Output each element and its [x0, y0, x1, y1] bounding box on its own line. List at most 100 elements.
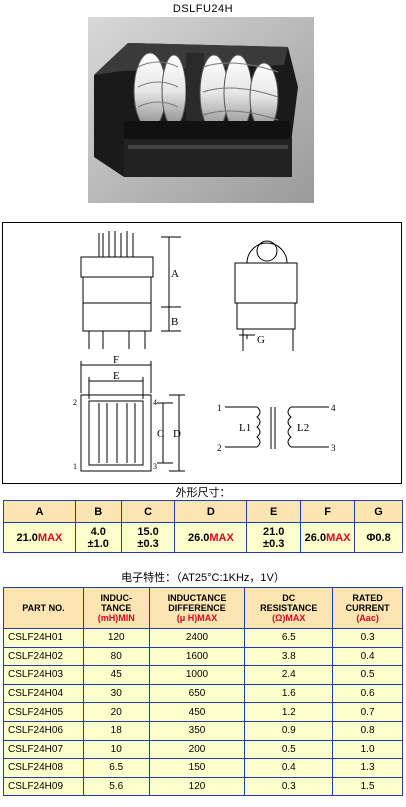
schematic-pin-2: 2 — [217, 443, 222, 453]
table-cell: 0.4 — [332, 646, 403, 667]
dimension-drawing: A B G F E C D 2 1 3 4 L1 L2 1 2 3 4 — [2, 222, 402, 484]
table-cell: 200 — [148, 739, 246, 760]
dim-header: B — [74, 500, 122, 523]
dim-label-a: A — [171, 268, 179, 280]
table-cell: 2400 — [148, 628, 246, 648]
table-cell: CSLF24H02 — [3, 646, 84, 667]
table-cell: 0.7 — [332, 702, 403, 722]
table-cell: 0.4 — [244, 758, 334, 778]
table-cell: 0.5 — [244, 739, 334, 760]
table-cell: CSLF24H06 — [3, 720, 84, 741]
table-cell: CSLF24H05 — [3, 702, 84, 722]
dim-value-c: 15.0±0.3 — [120, 522, 176, 553]
table-cell: 10 — [82, 739, 150, 760]
dim-value-d: 26.0MAX — [174, 522, 248, 553]
table-cell: 5.6 — [82, 776, 150, 797]
bottom-pin-3: 3 — [153, 462, 157, 471]
table-cell: 1.5 — [332, 776, 403, 797]
dim-label-c: C — [157, 428, 164, 440]
dim-value-g: Φ0.8 — [354, 522, 403, 553]
dimensions-header-row: A B C D E F G — [3, 500, 403, 523]
table-cell: 2.4 — [244, 665, 334, 685]
table-cell: 30 — [82, 683, 150, 704]
table-cell: CSLF24H07 — [3, 739, 84, 760]
table-cell: 6.5 — [244, 628, 334, 648]
table-cell: 1000 — [148, 665, 246, 685]
schematic-pin-1: 1 — [217, 403, 222, 413]
table-cell: 1.6 — [244, 683, 334, 704]
table-cell: 1.2 — [244, 702, 334, 722]
table-cell: 650 — [148, 683, 246, 704]
header-inductance: INDUC-TANCE(mH)MIN — [82, 587, 150, 629]
dim-label-e: E — [113, 370, 120, 382]
schematic-pin-4: 4 — [331, 403, 336, 413]
spec-caption: 电子特性：（AT25°C:1KHz，1V） — [121, 572, 285, 584]
table-cell: 350 — [148, 720, 246, 741]
dimensions-table: A B C D E F G 21.0MAX 4.0±1.0 15.0±0.3 2… — [3, 500, 403, 553]
dim-label-d: D — [173, 428, 181, 440]
dims-caption: 外形尺寸： — [175, 487, 231, 499]
dim-header: D — [174, 500, 248, 523]
inductor-photo-illustration — [88, 17, 314, 203]
dim-value-e: 21.0±0.3 — [246, 522, 302, 553]
dim-header: F — [300, 500, 356, 523]
dim-value-a: 21.0MAX — [3, 522, 76, 553]
table-cell: CSLF24H03 — [3, 665, 84, 685]
table-cell: CSLF24H08 — [3, 758, 84, 778]
table-cell: 0.5 — [332, 665, 403, 685]
table-cell: 45 — [82, 665, 150, 685]
bottom-pin-4: 4 — [153, 398, 157, 407]
dim-label-g: G — [257, 334, 265, 346]
table-cell: CSLF24H04 — [3, 683, 84, 704]
table-cell: 0.6 — [332, 683, 403, 704]
table-cell: 0.9 — [244, 720, 334, 741]
table-cell: 1.0 — [332, 739, 403, 760]
header-part-no: PART NO. — [3, 587, 84, 629]
table-cell: CSLF24H01 — [3, 628, 84, 648]
table-cell: 80 — [82, 646, 150, 667]
bottom-pin-2: 2 — [73, 398, 77, 407]
bottom-pin-1: 1 — [73, 462, 77, 471]
dim-header: G — [354, 500, 403, 523]
table-cell: 450 — [148, 702, 246, 722]
table-cell: 150 — [148, 758, 246, 778]
schematic-pin-3: 3 — [331, 443, 336, 453]
dim-value-f: 26.0MAX — [300, 522, 356, 553]
dim-header: E — [246, 500, 302, 523]
table-cell: 0.3 — [332, 628, 403, 648]
table-cell: 120 — [148, 776, 246, 797]
table-cell: 18 — [82, 720, 150, 741]
dim-header: A — [3, 500, 76, 523]
table-cell: CSLF24H09 — [3, 776, 84, 797]
table-cell: 20 — [82, 702, 150, 722]
table-cell: 1600 — [148, 646, 246, 667]
dimensions-value-row: 21.0MAX 4.0±1.0 15.0±0.3 26.0MAX 21.0±0.… — [3, 522, 403, 553]
table-cell: 6.5 — [82, 758, 150, 778]
product-photo — [88, 17, 314, 203]
schematic-label-l2: L2 — [297, 422, 309, 434]
table-cell: 120 — [82, 628, 150, 648]
product-title: DSLFU24H — [172, 3, 234, 15]
table-cell: 0.3 — [244, 776, 334, 797]
dim-header: C — [120, 500, 176, 523]
table-cell: 1.3 — [332, 758, 403, 778]
technical-drawing-svg: A B G F E C D 2 1 3 4 L1 L2 1 2 3 4 — [73, 231, 336, 472]
dim-label-f: F — [113, 354, 119, 366]
table-cell: 3.8 — [244, 646, 334, 667]
dim-label-b: B — [171, 316, 178, 328]
table-cell: 0.8 — [332, 720, 403, 741]
dim-value-b: 4.0±1.0 — [74, 522, 122, 553]
